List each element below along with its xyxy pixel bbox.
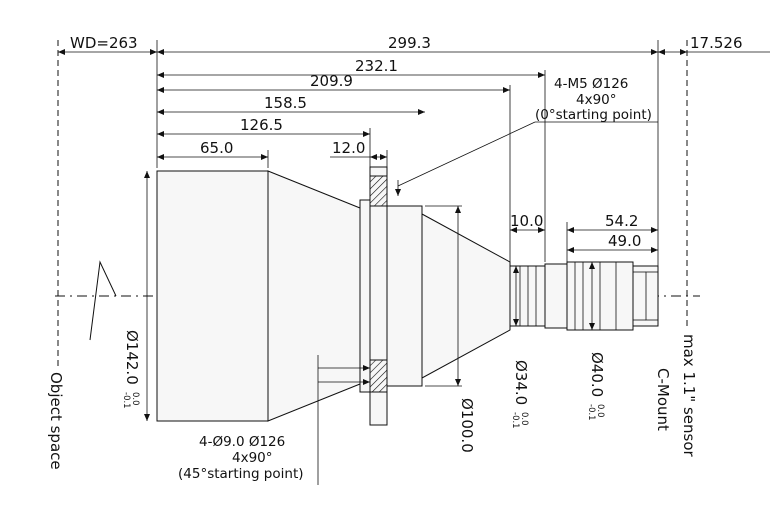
dim-49: 49.0 (608, 232, 641, 250)
knurl-lines (519, 262, 617, 330)
svg-text:-0.1: -0.1 (510, 412, 520, 429)
svg-text:Ø100.0: Ø100.0 (458, 398, 476, 453)
diameter-flange-label: Ø100.0 (458, 398, 476, 453)
dim-209: 209.9 (310, 72, 353, 90)
c-mount-label: C-Mount (654, 368, 672, 431)
m5-note-line2: 4x90° (576, 92, 617, 108)
svg-text:0.0: 0.0 (130, 392, 140, 406)
hole-note-line3: (45°starting point) (178, 466, 304, 482)
dim-12: 12.0 (332, 139, 365, 157)
dim-126: 126.5 (240, 116, 283, 134)
dim-overall: 299.3 (388, 34, 431, 52)
dim-sensor-offset: 17.526 (690, 34, 743, 52)
dimension-lines (58, 49, 770, 253)
break-symbol (89, 260, 117, 341)
dim-10: 10.0 (510, 212, 543, 230)
lens-body (156, 166, 659, 426)
dim-65: 65.0 (200, 139, 233, 157)
m5-note-line3: (0°starting point) (535, 107, 652, 123)
diameter-small-front-label: Ø34.0 0.0 -0.1 (510, 360, 530, 429)
dim-54: 54.2 (605, 212, 638, 230)
dim-158: 158.5 (264, 94, 307, 112)
hole-note-line2: 4x90° (232, 450, 273, 466)
diameter-small-rear-label: Ø40.0 0.0 -0.1 (586, 352, 606, 421)
svg-text:-0.1: -0.1 (121, 392, 131, 409)
svg-text:0.0: 0.0 (519, 412, 529, 426)
object-space-label: Object space (47, 372, 65, 470)
svg-text:Object space: Object space (47, 372, 65, 470)
svg-text:C-Mount: C-Mount (654, 368, 672, 431)
hole-note-line1: 4-Ø9.0 Ø126 (199, 434, 285, 450)
svg-text:Ø34.0: Ø34.0 (512, 360, 530, 405)
wd-label: WD=263 (70, 34, 138, 52)
dim-232: 232.1 (355, 57, 398, 75)
diameter-leaders (144, 171, 595, 421)
svg-text:-0.1: -0.1 (586, 404, 596, 421)
svg-text:0.0: 0.0 (595, 404, 605, 418)
svg-text:Ø142.0: Ø142.0 (123, 330, 141, 385)
m5-note-line1: 4-M5 Ø126 (554, 76, 628, 92)
svg-text:max 1.1" sensor: max 1.1" sensor (680, 334, 698, 458)
diameter-front-label: Ø142.0 0.0 -0.1 (121, 330, 141, 409)
sensor-label: max 1.1" sensor (680, 334, 698, 458)
svg-text:Ø40.0: Ø40.0 (588, 352, 606, 397)
note-leaders (317, 121, 658, 485)
